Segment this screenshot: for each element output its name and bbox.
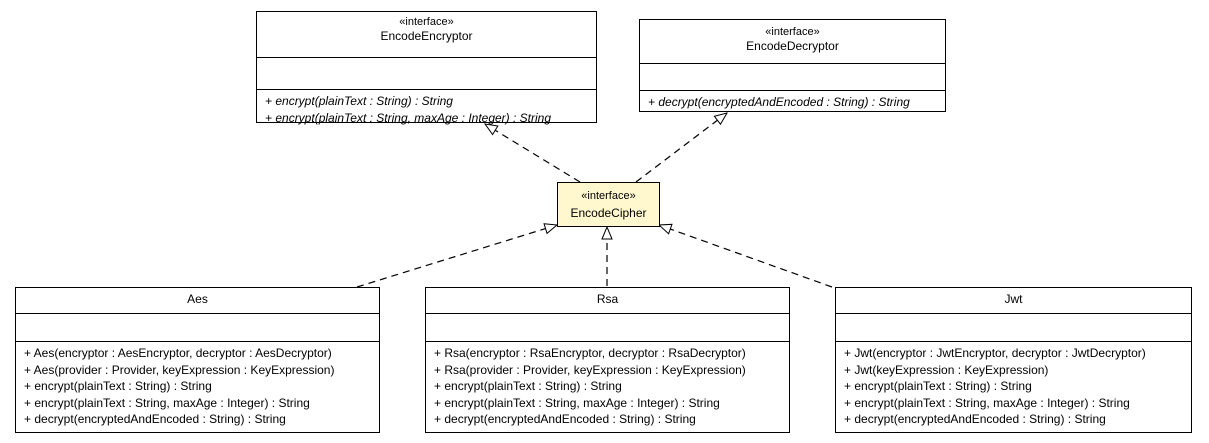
operation: + encrypt(plainText : String, maxAge : I… <box>265 110 552 125</box>
operation: + decrypt(encryptedAndEncoded : String) … <box>844 412 1106 426</box>
operation: + Aes(provider : Provider, keyExpression… <box>24 362 335 377</box>
operations-section: + Rsa(encryptor : RsaEncryptor, decrypto… <box>426 341 789 430</box>
attributes-section <box>257 57 596 89</box>
operation: + encrypt(plainText : String, maxAge : I… <box>24 395 310 410</box>
interface-name: EncodeCipher <box>570 206 647 220</box>
stereotype-label: «interface» <box>581 190 636 202</box>
interface-name: EncodeDecryptor <box>746 39 839 53</box>
operation: + encrypt(plainText : String, maxAge : I… <box>434 395 720 410</box>
operation: + Jwt(keyExpression : KeyExpression) <box>844 362 1049 377</box>
class-name: Rsa <box>596 292 619 306</box>
operation: + encrypt(plainText : String) : String <box>844 379 1032 393</box>
operation: + decrypt(encryptedAndEncoded : String) … <box>648 95 910 109</box>
class-aes[interactable]: Aes + Aes(encryptor : AesEncryptor, decr… <box>15 287 380 433</box>
interface-name: EncodeEncryptor <box>380 29 473 43</box>
operation: + decrypt(encryptedAndEncoded : String) … <box>24 412 286 426</box>
attributes-section <box>426 313 789 341</box>
operations-section: + Aes(encryptor : AesEncryptor, decrypto… <box>16 341 379 430</box>
operation: + encrypt(plainText : String) : String <box>24 379 212 393</box>
stereotype-label: «interface» <box>399 16 454 28</box>
operation: + Rsa(provider : Provider, keyExpression… <box>434 362 746 377</box>
attributes-section <box>16 313 379 341</box>
class-name: Aes <box>187 292 208 306</box>
operations-section: + Jwt(encryptor : JwtEncryptor, decrypto… <box>836 341 1191 430</box>
realization-edge-cipher-to-encryptor <box>485 124 581 183</box>
operation: + encrypt(plainText : String) : String <box>434 379 622 393</box>
operation: + Rsa(encryptor : RsaEncryptor, decrypto… <box>434 346 746 360</box>
operation: + decrypt(encryptedAndEncoded : String) … <box>434 412 696 426</box>
class-rsa[interactable]: Rsa + Rsa(encryptor : RsaEncryptor, decr… <box>425 287 790 433</box>
operation: + encrypt(plainText : String) : String <box>265 94 453 108</box>
operation: + Jwt(encryptor : JwtEncryptor, decrypto… <box>844 346 1146 360</box>
interface-encode-decryptor[interactable]: «interface» EncodeDecryptor + decrypt(en… <box>639 19 946 112</box>
operation: + encrypt(plainText : String, maxAge : I… <box>844 395 1130 410</box>
operations-section: + encrypt(plainText : String) : String +… <box>257 89 596 128</box>
realization-edge-aes-to-cipher <box>356 225 557 288</box>
attributes-section <box>640 63 945 90</box>
stereotype-label: «interface» <box>765 26 820 38</box>
interface-encode-encryptor[interactable]: «interface» EncodeEncryptor + encrypt(pl… <box>256 11 597 125</box>
realization-edge-jwt-to-cipher <box>659 225 833 288</box>
interface-encode-cipher[interactable]: «interface» EncodeCipher <box>557 182 660 227</box>
class-jwt[interactable]: Jwt + Jwt(encryptor : JwtEncryptor, decr… <box>835 287 1192 433</box>
operation: + Aes(encryptor : AesEncryptor, decrypto… <box>24 346 332 360</box>
attributes-section <box>836 313 1191 341</box>
realization-edge-cipher-to-decryptor <box>635 113 727 183</box>
class-name: Jwt <box>1004 292 1023 306</box>
operations-section: + decrypt(encryptedAndEncoded : String) … <box>640 90 945 113</box>
